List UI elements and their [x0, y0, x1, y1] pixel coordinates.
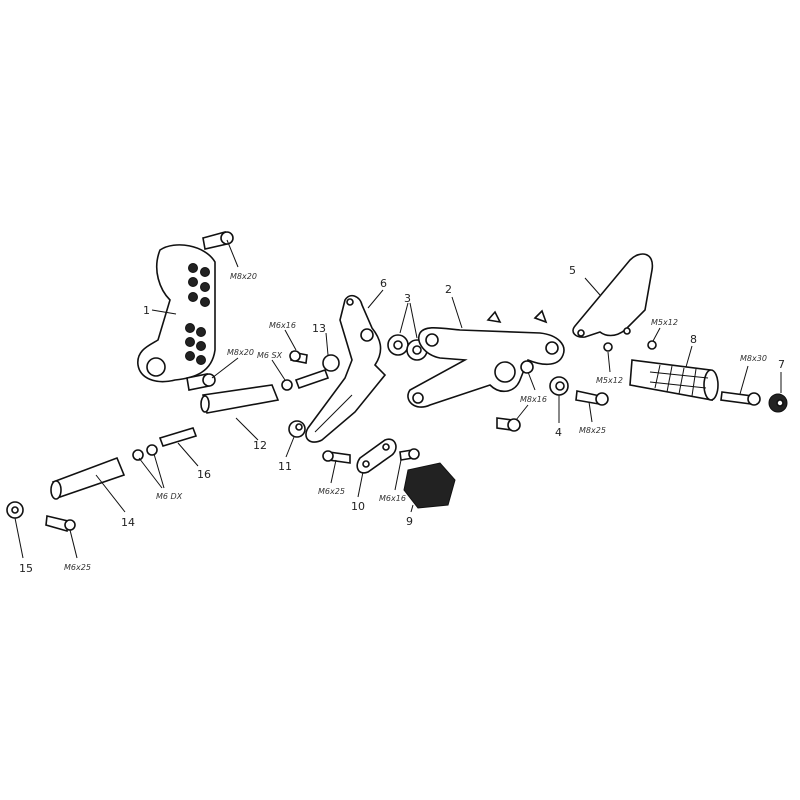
label-9: 9: [406, 515, 413, 528]
spec-m6x25-mid: M6x25: [318, 487, 345, 496]
spec-m6x16-top: M6x16: [269, 321, 296, 330]
spec-m8x16: M8x16: [520, 395, 547, 404]
bolt-m6x25-left: [45, 515, 78, 559]
label-8: 8: [690, 333, 697, 346]
label-11: 11: [278, 460, 292, 473]
spec-m6-sx: M6 SX: [257, 351, 283, 360]
nut-m6-sx: [271, 359, 293, 391]
bolt-m6x16-bottom: [394, 448, 420, 491]
spec-m8x20-lower: M8x20: [227, 348, 254, 357]
label-13: 13: [312, 322, 326, 335]
part-4-bushing: [549, 376, 569, 423]
label-16: 16: [197, 468, 211, 481]
label-2: 2: [445, 283, 452, 296]
part-2-arm: [407, 296, 565, 408]
label-14: 14: [121, 516, 135, 529]
part-10-link-plate: [356, 438, 397, 498]
bolt-m8x20-lower: [186, 357, 239, 391]
part-5-heel-guard: [572, 253, 654, 338]
label-6: 6: [380, 277, 387, 290]
part-12-shaft: [200, 384, 280, 441]
label-15: 15: [19, 562, 33, 575]
bolt-m8x20-top: [202, 230, 239, 268]
fastener-spec-labels: M8x20 M8x20 M6x16 M6 SX M6 DX M6x25 M6x2…: [64, 272, 767, 572]
bolt-m8x16: [496, 360, 536, 432]
part-14-sleeve: [50, 456, 126, 513]
part-9-rubber: [403, 462, 456, 513]
spec-m6-dx: M6 DX: [156, 492, 183, 501]
spec-m8x30: M8x30: [740, 354, 767, 363]
bolt-m6x16-top: [284, 329, 308, 364]
label-7: 7: [778, 358, 785, 371]
bolt-m8x30: [720, 365, 761, 406]
label-3: 3: [404, 292, 411, 305]
bolt-m6x25-mid: [322, 450, 351, 484]
spec-m5x12-bottom: M5x12: [596, 376, 623, 385]
label-10: 10: [351, 500, 365, 513]
part-number-labels: 1 2 3 4 5 6 7 8 9 10 11 12 13 14 15 16: [19, 264, 785, 575]
part-8-footpeg: [629, 345, 719, 401]
nuts-m6-dx: [132, 444, 165, 489]
part-11-spacer: [285, 420, 306, 458]
part-6-lever: [305, 289, 387, 443]
label-1: 1: [143, 304, 150, 317]
part-13-rod-end: [294, 332, 340, 390]
part-7-end-cap: [768, 372, 788, 413]
part-16-pin: [158, 427, 199, 467]
bolt-m8x25: [575, 390, 609, 423]
spec-m8x25: M8x25: [579, 426, 606, 435]
spec-m8x20-top: M8x20: [230, 272, 257, 281]
label-4: 4: [555, 426, 562, 439]
label-12: 12: [253, 439, 267, 452]
label-5: 5: [569, 264, 576, 277]
spec-m6x25-left: M6x25: [64, 563, 91, 572]
bolts-m5x12: [603, 327, 661, 373]
spec-m6x16-bottom: M6x16: [379, 494, 406, 503]
part-15-washer: [6, 501, 24, 559]
part-1-bracket: [137, 244, 216, 383]
spec-m5x12-top: M5x12: [651, 318, 678, 327]
